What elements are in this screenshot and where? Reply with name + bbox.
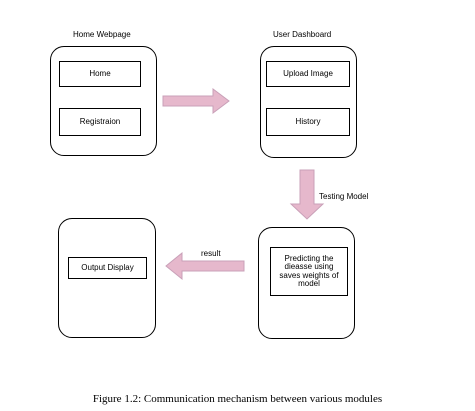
result-label: result xyxy=(201,249,221,258)
figure-caption: Figure 1.2: Communication mechanism betw… xyxy=(92,393,383,405)
user-dashboard-title: User Dashboard xyxy=(273,30,332,39)
upload-image-box: Upload Image xyxy=(266,61,350,87)
testing-model-label: Testing Model xyxy=(319,192,369,201)
registration-box: Registraion xyxy=(59,108,141,136)
home-to-dashboard-arrow xyxy=(162,88,230,114)
prediction-to-output-arrow xyxy=(165,251,245,281)
home-box: Home xyxy=(59,61,141,87)
output-display-box: Output Display xyxy=(68,257,147,279)
home-webpage-title: Home Webpage xyxy=(73,30,131,39)
history-box: History xyxy=(266,108,350,136)
prediction-box: Predicting the dieasse using saves weigh… xyxy=(270,247,348,296)
dashboard-to-prediction-arrow xyxy=(289,169,325,220)
